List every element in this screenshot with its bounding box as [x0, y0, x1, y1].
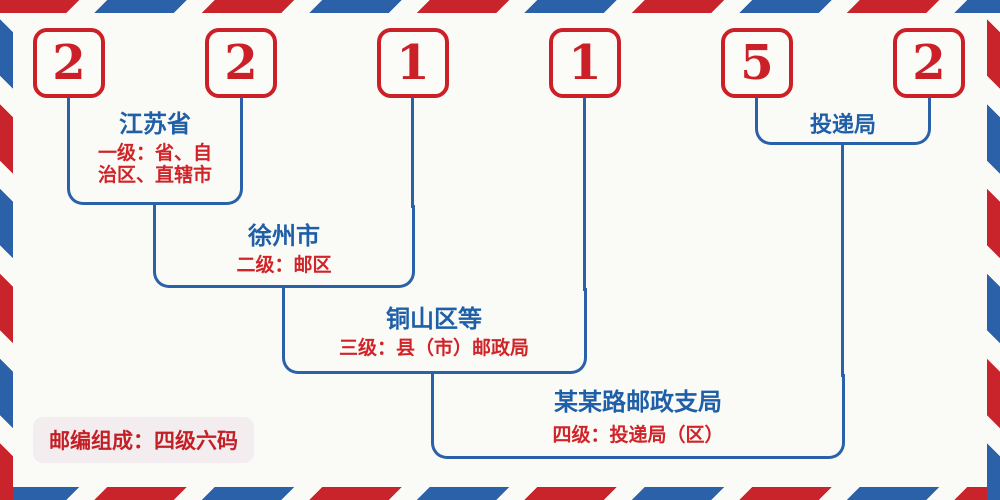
- digit-box-3: 1: [377, 28, 449, 98]
- level2-description: 二级：邮区: [236, 255, 332, 276]
- connector-line-digit4: [583, 98, 586, 291]
- level1-description-line2: 治区、直辖市: [97, 165, 212, 186]
- digit-4: 1: [568, 35, 602, 91]
- digit-box-1: 2: [33, 28, 105, 98]
- connector-bracket-level1: [67, 98, 243, 205]
- digit-1: 2: [52, 35, 86, 91]
- digit-box-2: 2: [205, 28, 277, 98]
- digit-box-4: 1: [549, 28, 621, 98]
- airmail-stripe-border-bottom: [0, 487, 1000, 500]
- level3-name: 铜山区等: [386, 306, 482, 333]
- postal-code-composition-badge: 邮编组成：四级六码: [33, 417, 254, 463]
- digit-5: 5: [740, 35, 774, 91]
- digit-box-6: 2: [893, 28, 965, 98]
- digit-3: 1: [396, 35, 430, 91]
- airmail-stripe-border-top: [0, 0, 1000, 13]
- level1-label: 江苏省 一级：省、自 治区、直辖市: [55, 112, 255, 187]
- level4-label: 某某路邮政支局 四级：投递局（区）: [478, 390, 798, 447]
- digit-6: 2: [912, 35, 946, 91]
- digit-2: 2: [224, 35, 258, 91]
- connector-bracket-level3: [282, 288, 587, 374]
- level1-name: 江苏省: [119, 111, 191, 138]
- connector-bracket-level4: [431, 374, 845, 459]
- level4-description: 四级：投递局（区）: [552, 425, 724, 446]
- level1-description: 一级：省、自 治区、直辖市: [55, 143, 255, 187]
- connector-line-digit3: [411, 98, 414, 208]
- level2-name: 徐州市: [248, 223, 320, 250]
- level2-label: 徐州市 二级：邮区: [184, 224, 384, 277]
- digit-box-5: 5: [721, 28, 793, 98]
- level3-label: 铜山区等 三级：县（市）邮政局: [299, 307, 569, 360]
- connector-line-delivery: [841, 143, 844, 377]
- airmail-stripe-border-left: [0, 0, 13, 500]
- level4-name: 某某路邮政支局: [554, 389, 722, 416]
- airmail-stripe-border-right: [987, 0, 1000, 500]
- level3-description: 三级：县（市）邮政局: [338, 338, 529, 359]
- delivery-office-label: 投递局: [809, 112, 876, 137]
- postal-code-composition-text: 邮编组成：四级六码: [49, 430, 238, 453]
- connector-bracket-level2: [153, 205, 415, 288]
- level1-description-line1: 一级：省、自: [97, 143, 212, 164]
